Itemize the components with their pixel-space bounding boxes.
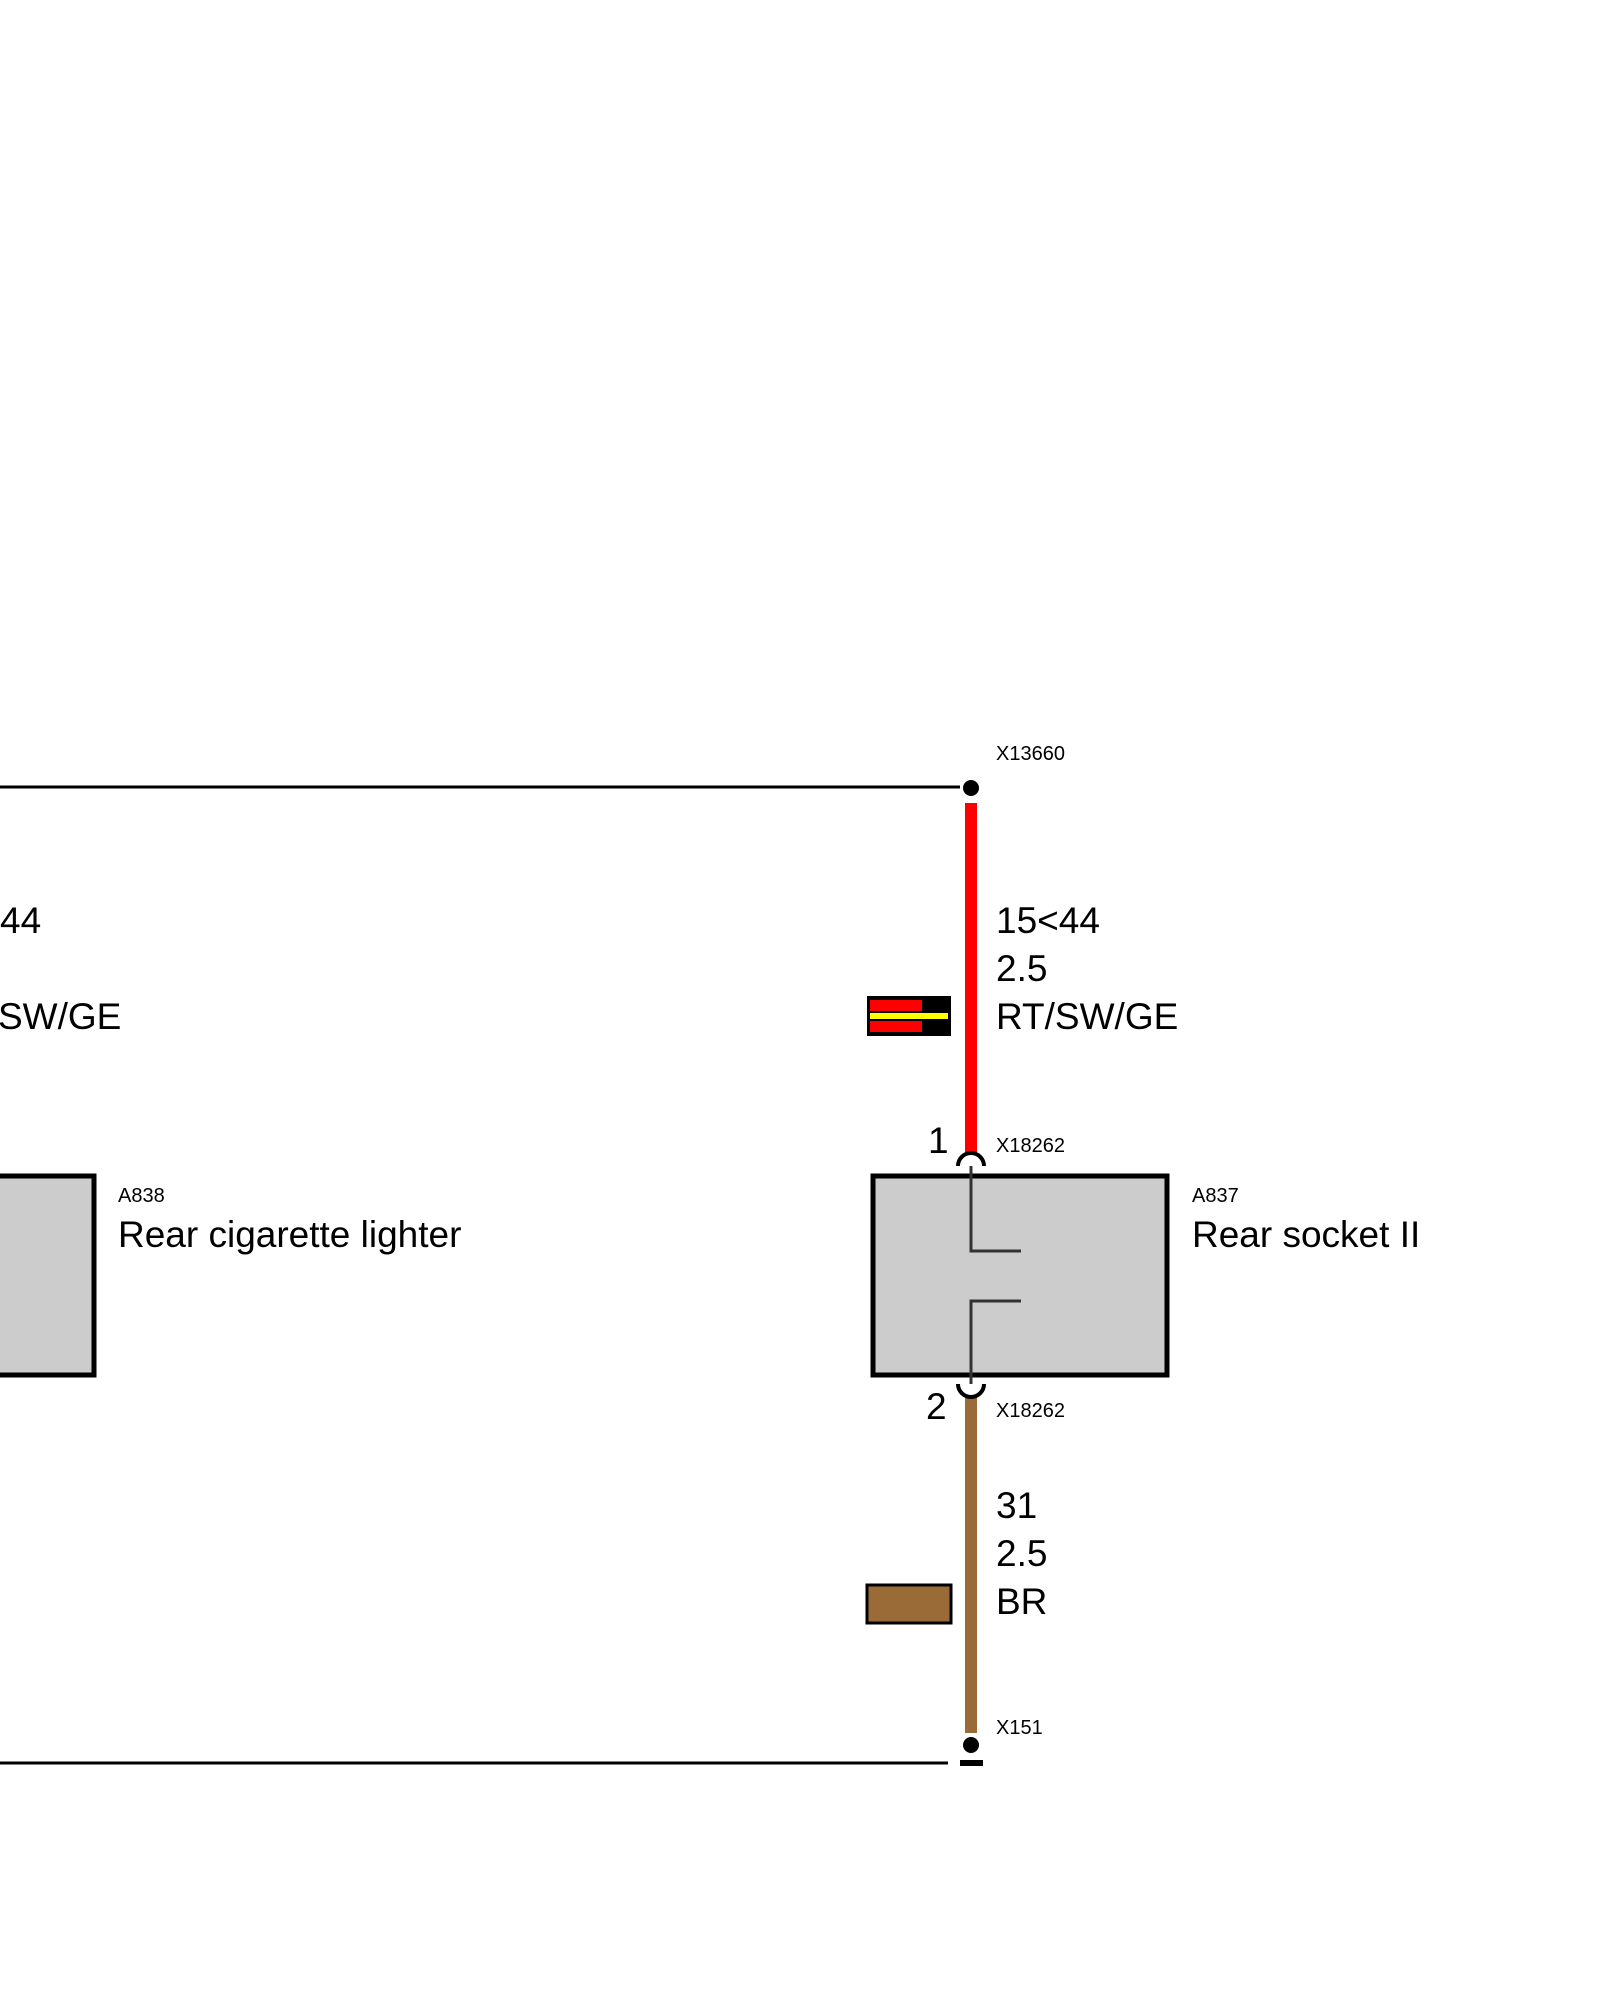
component-box-a838 bbox=[0, 1173, 97, 1378]
connector-dot-bottom bbox=[963, 1737, 979, 1753]
ground-bar bbox=[960, 1760, 983, 1766]
wire-top-cross-section: 2.5 bbox=[996, 948, 1048, 989]
pin-1-connector-id: X18262 bbox=[996, 1135, 1065, 1157]
left-wire-color-partial: SW/GE bbox=[0, 996, 122, 1037]
left-component-name: Rear cigarette lighter bbox=[118, 1214, 462, 1255]
internal-contact-upper bbox=[969, 1166, 1021, 1253]
left-wire-terminal-partial: 44 bbox=[0, 900, 42, 941]
wire-bottom-terminal: 31 bbox=[996, 1485, 1038, 1526]
pin-2-label: 2 bbox=[926, 1386, 947, 1427]
wire-bottom-color-code: BR bbox=[996, 1581, 1048, 1622]
right-component-name: Rear socket II bbox=[1192, 1214, 1421, 1255]
wire-bottom-cross-section: 2.5 bbox=[996, 1533, 1048, 1574]
wire-top-terminal: 15<44 bbox=[996, 900, 1100, 941]
internal-contact-lower bbox=[969, 1299, 1021, 1384]
red-black-yellow-swatch-icon bbox=[867, 996, 951, 1036]
bottom-connector-id: X151 bbox=[996, 1717, 1043, 1739]
pin-1-socket-icon bbox=[956, 1151, 986, 1167]
top-connector-id: X13660 bbox=[996, 743, 1065, 765]
left-component-id: A838 bbox=[118, 1185, 165, 1207]
connector-dot-top bbox=[963, 780, 979, 796]
pin-1-label: 1 bbox=[928, 1120, 949, 1161]
pin-2-socket-icon bbox=[956, 1383, 986, 1399]
brown-swatch-icon bbox=[865, 1583, 953, 1625]
pin-2-connector-id: X18262 bbox=[996, 1400, 1065, 1422]
component-box-a837 bbox=[870, 1173, 1170, 1378]
right-component-id: A837 bbox=[1192, 1185, 1239, 1207]
wire-top-color-code: RT/SW/GE bbox=[996, 996, 1179, 1037]
